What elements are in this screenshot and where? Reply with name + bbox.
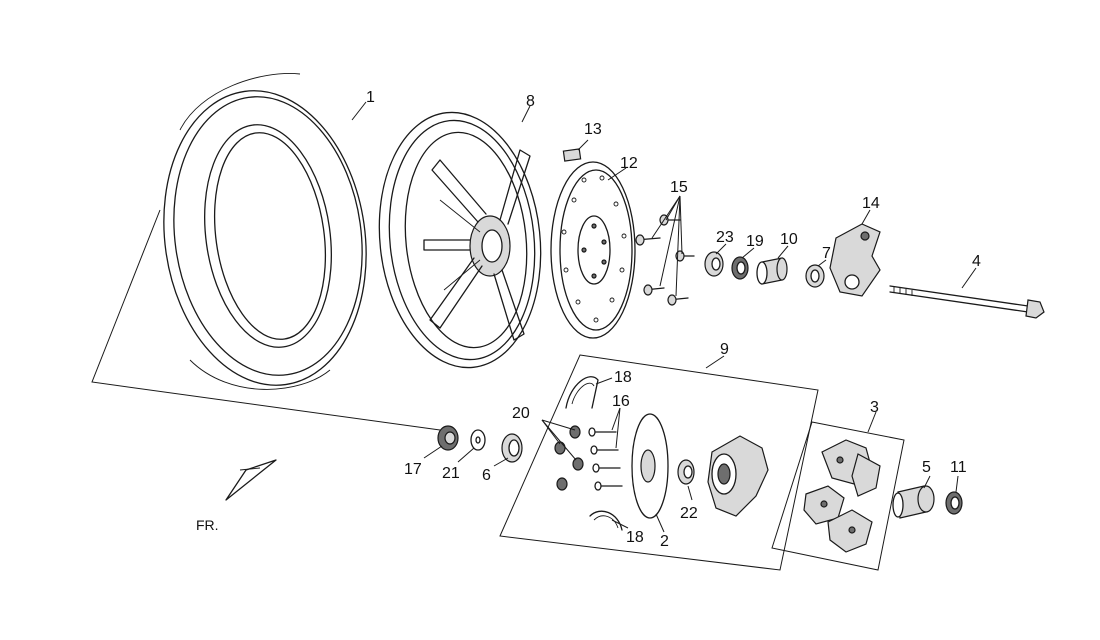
callout-6: 6 (482, 467, 491, 484)
collar-6 (501, 433, 523, 463)
damper-pins (588, 427, 623, 491)
axle-nut (437, 425, 459, 451)
disc-bolts (635, 214, 695, 306)
callout-3: 3 (870, 399, 879, 416)
valve (562, 148, 582, 162)
callout-2: 2 (660, 533, 669, 550)
washer-21 (470, 429, 486, 451)
callout-21: 21 (442, 465, 460, 482)
callout-15: 15 (670, 179, 688, 196)
collar-5 (892, 485, 935, 519)
callout-18-upper: 18 (614, 369, 632, 386)
callout-14: 14 (862, 195, 880, 212)
hub-kit-group (499, 354, 819, 571)
rim (378, 111, 542, 369)
callout-23: 23 (716, 229, 734, 246)
callout-17: 17 (404, 461, 422, 478)
callout-7: 7 (822, 245, 831, 262)
direction-arrow (225, 459, 277, 501)
assembly-guide-lines (91, 209, 441, 431)
callout-16: 16 (612, 393, 630, 410)
tire (163, 73, 367, 390)
callout-8: 8 (526, 93, 535, 110)
bearing-22 (677, 459, 695, 485)
callout-4: 4 (972, 253, 981, 270)
callout-20: 20 (512, 405, 530, 422)
callout-18-lower: 18 (626, 529, 644, 546)
retaining-clip-upper (565, 376, 599, 409)
retaining-clip-lower (589, 510, 623, 531)
axle (889, 285, 1045, 319)
callout-11: 11 (950, 459, 967, 476)
collar-7 (805, 264, 825, 288)
leader-lines (351, 101, 977, 533)
damper-plate (631, 413, 669, 519)
callout-9: 9 (720, 341, 729, 358)
callout-13: 13 (584, 121, 602, 138)
collar-10 (756, 257, 788, 285)
hub-flange (707, 435, 769, 517)
damper-nuts (554, 425, 584, 491)
callout-19: 19 (746, 233, 764, 250)
callout-22: 22 (680, 505, 698, 522)
brake-disc (550, 161, 636, 339)
speedometer-gear-bracket (829, 223, 881, 297)
callout-5: 5 (922, 459, 931, 476)
damper-rubbers (803, 439, 881, 553)
callout-10: 10 (780, 231, 798, 248)
callout-12: 12 (620, 155, 638, 172)
damper-group (771, 421, 905, 571)
callout-1: 1 (366, 89, 375, 106)
direction-label: FR. (196, 517, 219, 533)
oil-seal-11 (945, 491, 963, 515)
bearing-23 (704, 251, 724, 277)
oil-seal-19 (731, 256, 749, 280)
